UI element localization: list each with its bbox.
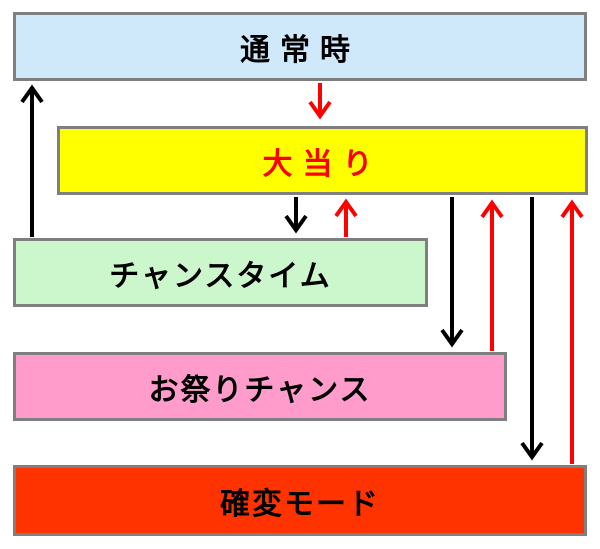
arrow-kakuhen-to-jackpot bbox=[560, 199, 584, 464]
arrow-jackpot-to-festival bbox=[440, 197, 464, 348]
state-kakuhen-mode-label: 確変モード bbox=[220, 486, 380, 522]
state-kakuhen-mode: 確変モード bbox=[13, 465, 587, 536]
state-jackpot: 大当り bbox=[57, 126, 588, 195]
state-jackpot-label: 大当り bbox=[262, 146, 383, 182]
state-festival-chance-label: お祭りチャンス bbox=[148, 372, 372, 408]
state-normal-label: 通常時 bbox=[240, 32, 360, 68]
arrow-normal-to-jackpot bbox=[308, 83, 332, 120]
arrow-jackpot-to-chance bbox=[284, 197, 308, 234]
state-normal: 通常時 bbox=[13, 12, 587, 81]
state-chance-time-label: チャンスタイム bbox=[109, 258, 332, 294]
arrow-jackpot-to-kakuhen bbox=[520, 197, 544, 461]
arrow-chance-to-normal bbox=[20, 84, 44, 237]
state-festival-chance: お祭りチャンス bbox=[13, 352, 507, 421]
state-chance-time: チャンスタイム bbox=[13, 238, 428, 307]
arrow-chance-to-jackpot bbox=[334, 198, 358, 237]
arrow-festival-to-jackpot bbox=[480, 199, 504, 351]
